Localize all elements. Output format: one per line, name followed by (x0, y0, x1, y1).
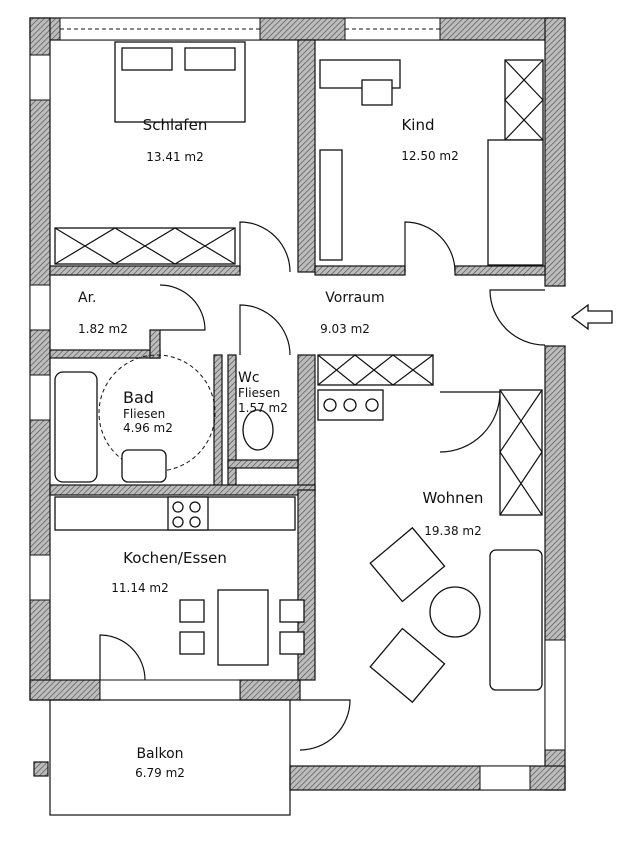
room-labels: Schlafen 13.41 m2 Kind 12.50 m2 Ar. 1.82… (78, 116, 483, 780)
schlafen-area: 13.41 m2 (146, 150, 204, 164)
kind-area: 12.50 m2 (401, 149, 459, 163)
doors[interactable] (99, 221, 546, 751)
balkon-outline (49, 699, 291, 816)
vorraum-area: 9.03 m2 (320, 322, 370, 336)
kind-name: Kind (401, 116, 434, 134)
wohnen-name: Wohnen (423, 489, 484, 507)
balkon-area: 6.79 m2 (135, 766, 185, 780)
bad-floor: Fliesen (123, 407, 165, 421)
wc-floor: Fliesen (238, 386, 280, 400)
wc-name: Wc (238, 370, 260, 386)
abstell-area: 1.82 m2 (78, 322, 128, 336)
kochen-area: 11.14 m2 (111, 581, 169, 595)
windows (29, 17, 566, 791)
schlafen-name: Schlafen (143, 116, 208, 134)
wohnen-area: 19.38 m2 (424, 524, 482, 538)
abstell-name: Ar. (78, 290, 97, 306)
bad-area: 4.96 m2 (123, 421, 173, 435)
arrow-left-icon (570, 303, 613, 331)
bad-name: Bad (123, 388, 154, 407)
balkon-name: Balkon (136, 746, 183, 762)
kochen-name: Kochen/Essen (123, 549, 227, 567)
wc-area: 1.57 m2 (238, 401, 288, 415)
furniture (54, 41, 544, 704)
vorraum-name: Vorraum (325, 290, 384, 306)
interior-walls (49, 39, 546, 681)
